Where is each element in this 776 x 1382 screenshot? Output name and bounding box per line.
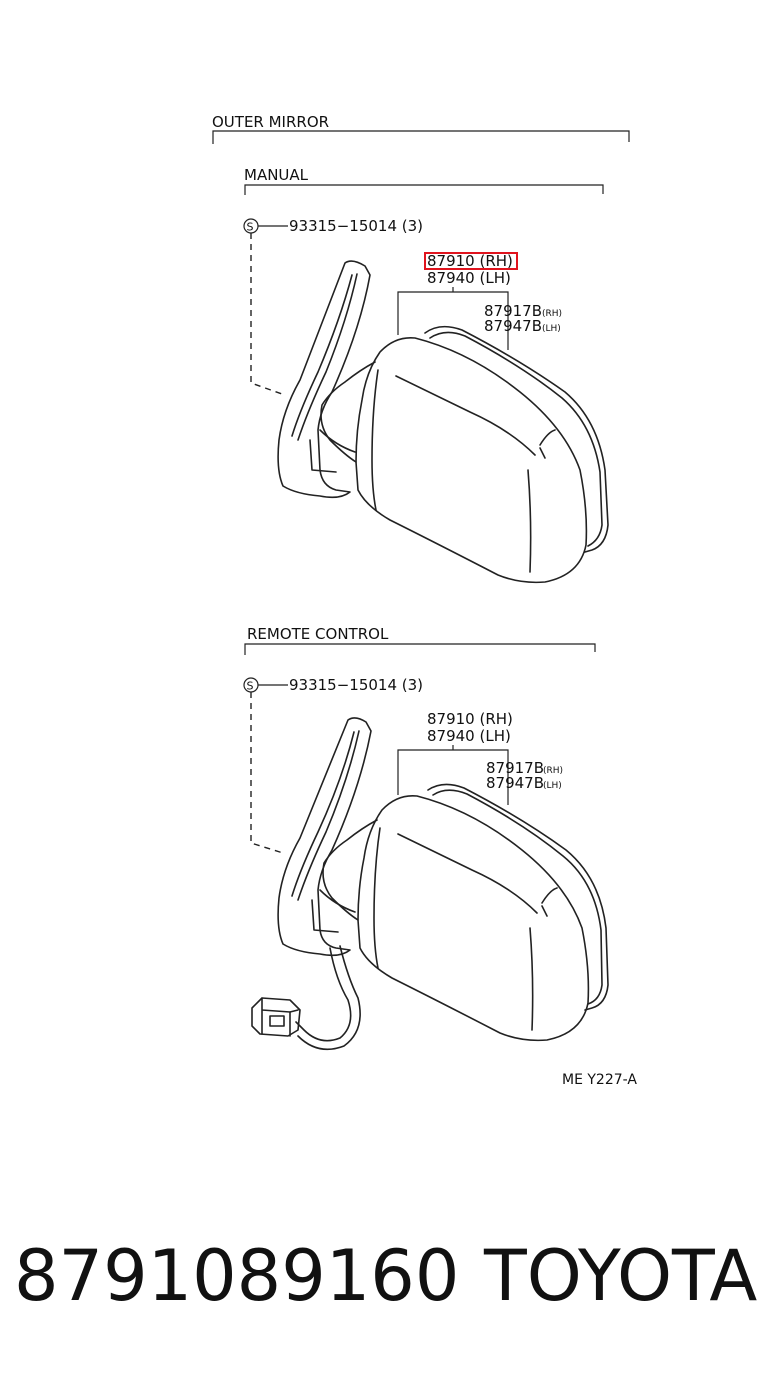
section-remote-control: REMOTE CONTROL S 93315−15014 (3) 87910 (… (243, 625, 609, 1051)
mirror-manual-drawing (277, 260, 609, 584)
part-number-rh: 87910 (RH) (427, 252, 513, 270)
part-number-caption: 8791089160 (14, 1235, 460, 1317)
sub-part-side-rh: (RH) (542, 309, 562, 319)
diagram-title: OUTER MIRROR (212, 113, 329, 131)
brand-caption: TOYOTA (484, 1235, 758, 1317)
section-title-remote-control: REMOTE CONTROL (247, 625, 389, 643)
diagram-reference-code: ME Y227-A (562, 1072, 637, 1088)
part-bracket (397, 745, 509, 805)
sub-part-side-lh: (LH) (542, 324, 561, 334)
sub-part-number-rh: 87917B (484, 302, 542, 320)
part-number-lh: 87940 (LH) (427, 727, 511, 745)
sub-part-side-lh: (LH) (543, 781, 562, 791)
sub-part-number-lh: 87947B (486, 774, 544, 792)
sub-part-number-lh: 87947B (484, 317, 542, 335)
screw-part-number: 93315−15014 (3) (289, 217, 423, 235)
screw-symbol-label: S (247, 221, 254, 234)
screw-leader-dashed (250, 233, 283, 395)
screw-part-number: 93315−15014 (3) (289, 676, 423, 694)
mirror-remote-drawing (251, 717, 609, 1051)
section-bracket (244, 184, 604, 195)
section-bracket (244, 643, 596, 655)
highlight-box (424, 252, 518, 270)
screw-symbol-label: S (247, 680, 254, 693)
part-number-lh: 87940 (LH) (427, 269, 511, 287)
sub-part-side-rh: (RH) (543, 766, 563, 776)
screw-leader-dashed (250, 692, 284, 854)
part-number-rh: 87910 (RH) (427, 710, 513, 728)
sub-part-number-rh: 87917B (486, 759, 544, 777)
section-title-manual: MANUAL (244, 166, 309, 184)
title-bracket (212, 130, 630, 144)
part-bracket (397, 287, 509, 350)
section-manual: MANUAL S 93315−15014 (3) 87910 (RH) 8794… (243, 166, 609, 584)
